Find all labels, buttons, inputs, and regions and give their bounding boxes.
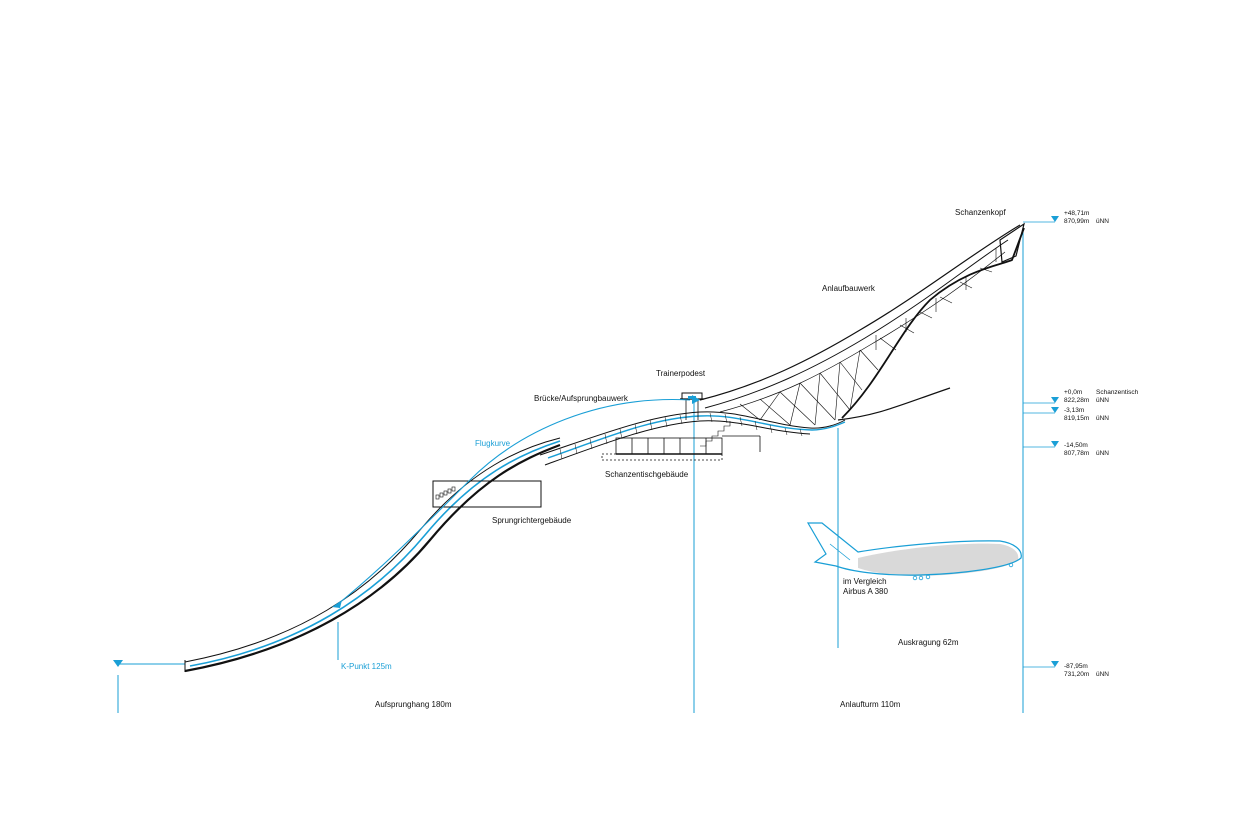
level-marker-icon [1051, 216, 1059, 222]
label-aufsprunghang: Aufsprunghang 180m [375, 700, 452, 709]
level-abs: 819,15m [1064, 415, 1089, 422]
label-sprungrichtergebaeude: Sprungrichtergebäude [492, 516, 572, 525]
landing-hill-surface [189, 440, 561, 667]
inrun-tower-deck [704, 239, 1009, 409]
stairs [700, 421, 731, 447]
level-abs: 822,28m [1064, 397, 1089, 404]
table-building [601, 435, 761, 461]
level-note: Schanzentisch [1096, 389, 1139, 396]
label-bruecke: Brücke/Aufsprungbauwerk [534, 394, 629, 403]
level-marker-icon [1051, 397, 1059, 403]
inrun-tower-head [999, 222, 1025, 263]
bridge-blue-surface [547, 415, 846, 459]
label-anlaufbauwerk: Anlaufbauwerk [822, 284, 876, 293]
level-marker-icon [1051, 661, 1059, 667]
inrun-tower-trusses [739, 248, 997, 426]
airbus-a380-icon [806, 522, 1022, 581]
bridge-structure [539, 411, 846, 456]
terrain-line [837, 387, 951, 421]
level-rel: -3,13m [1064, 407, 1084, 414]
level-unit: üNN [1096, 218, 1109, 225]
level-rel: +0,0m [1064, 389, 1082, 396]
level-markers [1023, 216, 1059, 668]
landing-hill-profile [184, 443, 561, 673]
level-rel: -87,95m [1064, 663, 1088, 670]
label-auskragung: Auskragung 62m [898, 638, 959, 647]
inrun-tower-upper-edge [699, 224, 1021, 401]
level-unit: üNN [1096, 415, 1109, 422]
level-rel: +48,71m [1064, 210, 1089, 217]
bridge-ribs [559, 412, 803, 460]
landing-hill-profile-upper [184, 437, 561, 663]
level-abs: 731,20m [1064, 671, 1089, 678]
judges-building [432, 480, 542, 508]
level-marker-icon [1051, 407, 1059, 413]
label-anlaufturm: Anlaufturm 110m [840, 700, 901, 709]
level-marker-icon [1051, 441, 1059, 447]
level-unit: üNN [1096, 671, 1109, 678]
label-schanzenkopf: Schanzenkopf [955, 208, 1006, 217]
inrun-tower-inner [719, 251, 1006, 413]
inrun-tower-underside [841, 227, 1025, 419]
bridge-structure-lower [544, 420, 811, 466]
label-vergleich-line2: Airbus A 380 [843, 587, 888, 596]
label-flugkurve: Flugkurve [475, 439, 511, 448]
level-abs: 870,99m [1064, 218, 1089, 225]
label-kpunkt: K-Punkt 125m [341, 662, 392, 671]
level-unit: üNN [1096, 397, 1109, 404]
level-abs: 807,78m [1064, 450, 1089, 457]
flight-curve-start-icon [692, 395, 700, 404]
label-schanzentischgebaeude: Schanzentischgebäude [605, 470, 689, 479]
flight-curve [337, 398, 691, 605]
flight-curve-arrow-icon [332, 600, 342, 608]
level-unit: üNN [1096, 450, 1109, 457]
label-trainerpodest: Trainerpodest [656, 369, 706, 378]
label-vergleich-line1: im Vergleich [843, 577, 887, 586]
level-texts: +48,71m 870,99m üNN +0,0m Schanzentisch … [1064, 210, 1139, 678]
level-rel: -14,50m [1064, 442, 1088, 449]
